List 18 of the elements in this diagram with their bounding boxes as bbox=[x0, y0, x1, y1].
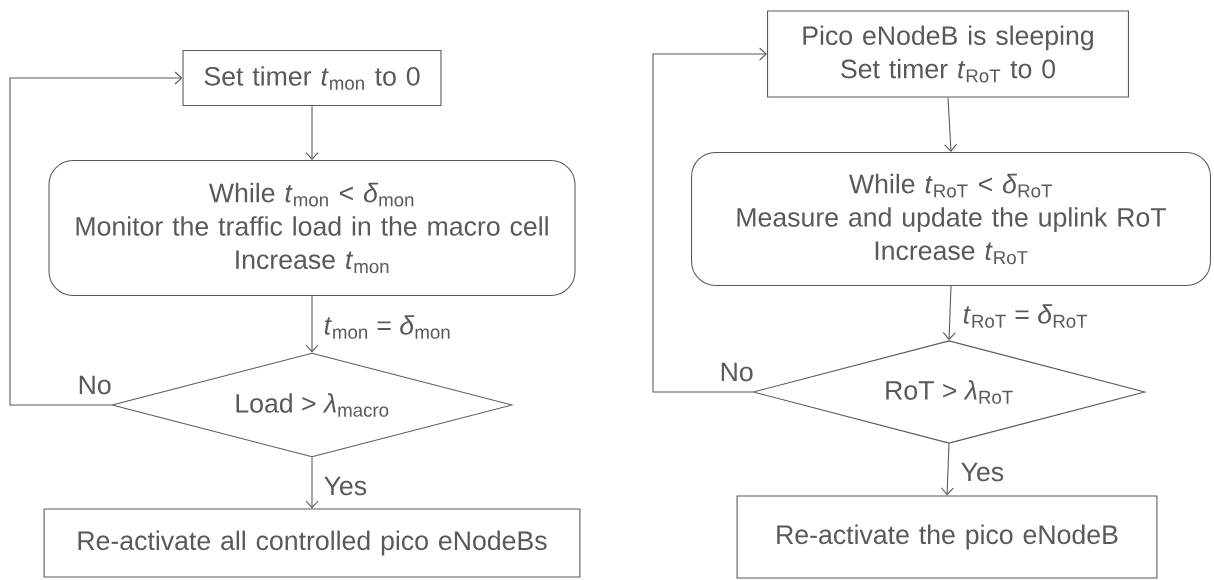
loop-box: While t$_{RoT}$ < δ$_{RoT}$ Measure and update the uplink RoT Increase t$_{RoT}$ bbox=[691, 151, 1211, 287]
process-box: Set timer t$_{mon}$ to 0 bbox=[182, 50, 442, 106]
arrow bbox=[305, 105, 319, 160]
process-box: Pico eNodeB is sleeping Set timer t$_{RoT}$ to 0 bbox=[767, 10, 1129, 98]
loop-box: While t$_{mon}$ < δ$_{mon}$ Monitor the traffic load in the macro cell Increase t$_{mon}$ bbox=[48, 160, 576, 296]
arrow bbox=[940, 443, 954, 496]
arrow bbox=[942, 285, 956, 341]
process-box: Re-activate the pico eNodeB bbox=[736, 495, 1158, 579]
edge-label: t$_{RoT}$ = δ$_{RoT}$ bbox=[961, 302, 1090, 330]
edge-label: Yes bbox=[959, 461, 1006, 483]
arrow bbox=[305, 295, 319, 353]
process-box: Re-activate all controlled pico eNodeBs bbox=[43, 508, 581, 578]
arrow bbox=[944, 97, 958, 152]
arrow bbox=[305, 457, 319, 509]
edge-label: t$_{mon}$ = δ$_{mon}$ bbox=[322, 313, 453, 341]
edge-label: Yes bbox=[322, 475, 369, 497]
arrow bbox=[652, 47, 768, 393]
arrow bbox=[9, 71, 183, 406]
